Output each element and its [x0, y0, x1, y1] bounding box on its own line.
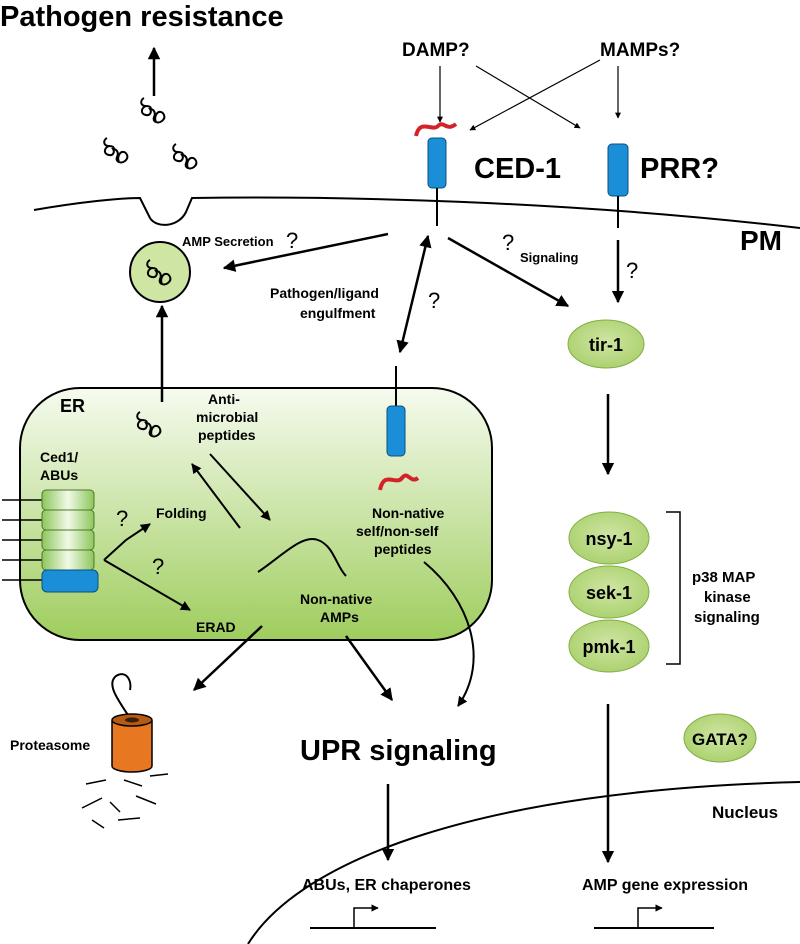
erad-to-proteasome-arrow	[193, 625, 263, 691]
abu-protein	[41, 549, 95, 571]
plasma-membrane	[33, 196, 800, 229]
pm-label: PM	[740, 225, 782, 256]
nucleus-label: Nucleus	[712, 803, 778, 822]
antimicrobial-label-line1: Anti-	[208, 391, 240, 407]
page-title: Pathogen resistance	[0, 1, 284, 33]
er-label: ER	[60, 396, 85, 416]
secreted-peptide-icon	[172, 143, 198, 170]
ced1-er-receptor	[41, 569, 99, 593]
p38-bracket	[666, 511, 681, 665]
nonnative-amps-line2: AMPs	[320, 609, 359, 625]
signaling-label: Signaling	[520, 250, 579, 265]
nonnative-self-line3: peptides	[374, 541, 432, 557]
p38-label-line3: signaling	[694, 609, 760, 626]
sek1-label: sek-1	[586, 583, 632, 603]
erad-question: ?	[152, 554, 164, 579]
misfolding-arrow	[209, 453, 271, 521]
damp-to-prr-arrow	[475, 65, 581, 129]
er-compartment	[19, 387, 493, 641]
tir1-node	[567, 319, 645, 369]
upr-gene-promoter	[310, 904, 436, 929]
mamps-label: MAMPs?	[600, 40, 680, 61]
engulfment-arrow	[396, 234, 432, 354]
sek1-node	[568, 565, 650, 619]
abu-to-erad-arrow	[103, 559, 191, 611]
antimicrobial-label-line3: peptides	[198, 427, 256, 443]
secreted-peptide-icon	[103, 137, 129, 164]
gata-label: GATA?	[692, 730, 748, 749]
abus-chaperones-label: ABUs, ER chaperones	[302, 877, 471, 894]
nonnative-self-line2: self/non-self	[356, 523, 439, 539]
engulfment-label-line2: engulfment	[300, 305, 376, 321]
pmk1-label: pmk-1	[582, 637, 635, 657]
nuclear-envelope	[247, 781, 800, 944]
nsy1-node	[568, 511, 650, 565]
engulfment-question: ?	[428, 288, 440, 313]
upr-label: UPR signaling	[300, 735, 497, 767]
secreted-peptide-icon	[140, 97, 166, 124]
mamps-to-ced1-arrow	[469, 59, 601, 131]
prr-label: PRR?	[640, 153, 719, 185]
p38-label-line1: p38 MAP	[692, 569, 755, 586]
ced1-signaling-arrow	[447, 236, 570, 308]
antimicrobial-label-line2: microbial	[196, 409, 258, 425]
p38-label-line2: kinase	[704, 589, 751, 606]
unfolded-peptide	[257, 537, 347, 577]
er-ced1-receptor	[386, 405, 406, 457]
ced1abu-label-line1: Ced1/	[40, 449, 78, 465]
amp-secretion-label: AMP Secretion	[182, 234, 274, 249]
nonnative-amps-line1: Non-native	[300, 591, 373, 607]
abu-to-folding-arrow	[103, 523, 151, 561]
proteasome-label: Proteasome	[10, 737, 90, 753]
damp-label: DAMP?	[402, 40, 470, 61]
folding-label: Folding	[156, 505, 207, 521]
ced1-label: CED-1	[474, 153, 561, 185]
ced1-ligand	[414, 122, 458, 137]
folding-question: ?	[116, 506, 128, 531]
nsy1-label: nsy-1	[585, 529, 632, 549]
gata-node	[683, 713, 757, 763]
engulfment-label-line1: Pathogen/ligand	[270, 285, 379, 301]
tir1-label: tir-1	[589, 335, 623, 355]
erad-label: ERAD	[196, 619, 236, 635]
peptide-fragments	[81, 773, 169, 829]
pmk1-node	[568, 619, 650, 673]
signaling-question: ?	[502, 230, 514, 255]
ced1-abu-stack	[2, 489, 99, 593]
amp-secretion-arrow	[222, 232, 389, 272]
folding-reverse-arrow	[191, 463, 241, 529]
amp-gene-promoter	[594, 904, 714, 929]
proteasome-icon	[111, 713, 153, 773]
amp-secretion-question: ?	[286, 228, 298, 253]
abu-protein	[41, 489, 95, 511]
abu-protein	[41, 509, 95, 531]
abu-protein	[41, 529, 95, 551]
proteasome-substrate	[111, 673, 132, 719]
self-peptides-to-upr-arrow	[423, 561, 475, 707]
prr-question: ?	[626, 258, 638, 283]
er-ligand	[378, 473, 420, 491]
nonnative-self-line1: Non-native	[372, 505, 445, 521]
amp-gene-expression-label: AMP gene expression	[582, 877, 748, 894]
ced1abu-label-line2: ABUs	[40, 467, 78, 483]
amps-to-upr-arrow	[344, 635, 394, 702]
prr-receptor	[607, 143, 629, 197]
ced1-receptor	[427, 137, 447, 189]
